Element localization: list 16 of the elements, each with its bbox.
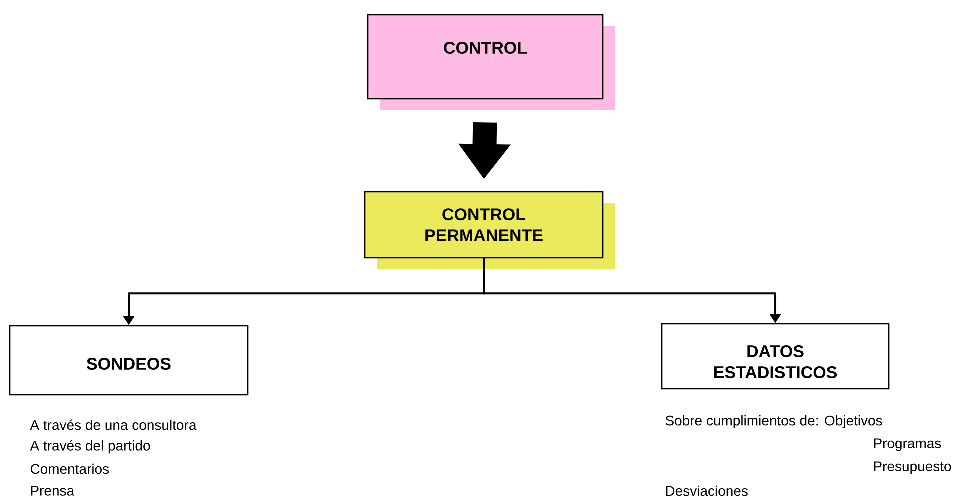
process-box xyxy=(367,14,604,100)
process-box xyxy=(364,191,604,259)
box-label: CONTROL xyxy=(444,42,527,54)
process-box xyxy=(9,325,249,396)
note-text: Prensa xyxy=(31,486,75,496)
note-text: Presupuesto xyxy=(874,462,952,474)
note-text: A través de una consultora xyxy=(30,420,197,430)
note-text: Sobre cumplimientos de: Objetivos xyxy=(666,415,882,429)
box-label: DATOS ESTADISTICOS xyxy=(714,345,838,379)
box-label: CONTROL PERMANENTE xyxy=(426,208,543,242)
box-label: SONDEOS xyxy=(86,358,171,370)
note-text: Desviaciones xyxy=(666,486,748,496)
note-text: Comentarios xyxy=(30,464,110,474)
note-text: A través del partido xyxy=(30,440,150,454)
process-box xyxy=(661,323,890,390)
note-text: Programas xyxy=(874,438,942,452)
